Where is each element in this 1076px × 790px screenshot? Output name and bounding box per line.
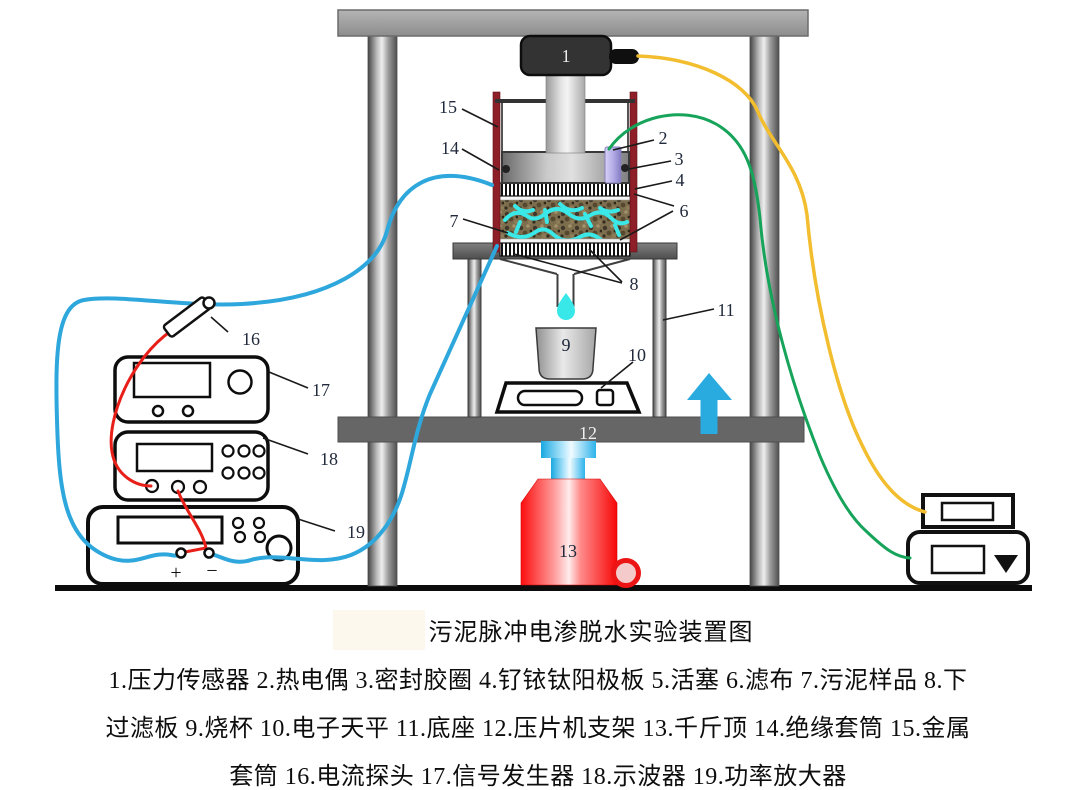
label-12: 12 bbox=[579, 423, 597, 443]
display-screen bbox=[116, 515, 224, 545]
press-support-beam bbox=[337, 416, 805, 443]
label-19: 19 bbox=[347, 522, 365, 542]
balance-button bbox=[595, 388, 615, 407]
button bbox=[252, 516, 266, 530]
sealing-ring-left bbox=[502, 165, 510, 173]
power-amplifier bbox=[86, 505, 300, 586]
display-screen bbox=[930, 544, 986, 575]
label-1: 1 bbox=[562, 46, 571, 66]
button bbox=[252, 466, 266, 480]
label-16: 16 bbox=[242, 329, 260, 349]
label-17: 17 bbox=[312, 380, 330, 400]
caption-line-1: 1.压力传感器 2.热电偶 3.密封胶圈 4.钌铱钛阳极板 5.活塞 6.滤布 … bbox=[108, 668, 968, 694]
filter-cloth-bottom bbox=[499, 238, 631, 244]
display-screen bbox=[135, 442, 214, 473]
balance-display bbox=[516, 389, 584, 407]
button bbox=[252, 444, 266, 458]
label-13: 13 bbox=[559, 541, 577, 561]
base-leg-right bbox=[652, 258, 667, 418]
label-6: 6 bbox=[680, 201, 689, 221]
jack-wheel bbox=[611, 558, 641, 588]
oscilloscope bbox=[113, 430, 270, 502]
frame-column-left bbox=[367, 35, 398, 587]
current-probe bbox=[162, 296, 216, 338]
electrode-cable-blue-top bbox=[54, 174, 494, 563]
signal-generator bbox=[113, 355, 270, 424]
metal-sleeve-left bbox=[492, 91, 501, 253]
figure-title: 污泥脉冲电渗脱水实验装置图 bbox=[428, 620, 754, 646]
leader-lines bbox=[210, 108, 715, 532]
input-jack bbox=[192, 479, 208, 495]
jack-piston-collar bbox=[541, 441, 596, 458]
anode-plate bbox=[499, 182, 631, 197]
number-labels: 1 2 3 4 5 6 7 8 9 10 11 12 13 14 15 16 1… bbox=[170, 46, 734, 584]
label-8: 8 bbox=[630, 274, 639, 294]
metal-sleeve-right bbox=[629, 91, 638, 253]
label-4: 4 bbox=[676, 170, 685, 190]
beaker bbox=[535, 327, 597, 380]
display-screen bbox=[132, 361, 212, 399]
label-2: 2 bbox=[659, 128, 668, 148]
apparatus-diagram: 1 2 3 4 5 6 7 8 9 10 11 12 13 14 15 16 1… bbox=[54, 9, 1032, 591]
ground-line bbox=[55, 585, 1032, 591]
electronic-balance bbox=[494, 381, 642, 414]
label-3: 3 bbox=[675, 149, 684, 169]
probe-tip bbox=[202, 296, 216, 310]
button bbox=[231, 516, 245, 530]
thermocouple bbox=[604, 146, 622, 184]
label-10: 10 bbox=[628, 345, 646, 365]
sealing-ring-right bbox=[621, 164, 629, 172]
display-screen bbox=[940, 501, 995, 522]
button bbox=[221, 466, 235, 480]
top-crossbeam bbox=[337, 9, 809, 37]
funnel bbox=[499, 258, 631, 307]
plus-terminal bbox=[175, 547, 187, 559]
label-18: 18 bbox=[320, 449, 338, 469]
label-15: 15 bbox=[439, 97, 457, 117]
button bbox=[233, 530, 247, 544]
display-unit-bottom bbox=[906, 530, 1030, 585]
caption-line-2: 过滤板 9.烧杯 10.电子天平 11.底座 12.压片机支架 13.千斤顶 1… bbox=[105, 716, 971, 742]
hydraulic-jack bbox=[520, 441, 641, 588]
label-14: 14 bbox=[441, 138, 459, 158]
button bbox=[181, 404, 195, 418]
button bbox=[221, 444, 235, 458]
plus-label: + bbox=[170, 562, 181, 584]
thermocouple-cable-green bbox=[607, 113, 912, 560]
triangle-down-icon bbox=[994, 555, 1018, 573]
piston-rod bbox=[545, 73, 586, 154]
button bbox=[237, 466, 251, 480]
pale-background-patch bbox=[333, 610, 425, 650]
jack-body bbox=[520, 478, 618, 586]
button bbox=[151, 404, 165, 418]
knob bbox=[265, 534, 293, 562]
dewatering-cell bbox=[492, 34, 639, 257]
label-9: 9 bbox=[562, 335, 571, 355]
button bbox=[237, 444, 251, 458]
pressure-sensor-connector bbox=[609, 49, 639, 64]
lower-filter-plate bbox=[499, 242, 631, 257]
up-arrow bbox=[687, 373, 732, 434]
label-11: 11 bbox=[717, 300, 734, 320]
button bbox=[253, 530, 267, 544]
knob bbox=[227, 369, 253, 395]
sensor-cable-yellow bbox=[636, 54, 927, 514]
filter-cloth-top bbox=[499, 195, 631, 201]
minus-terminal bbox=[203, 547, 215, 559]
minus-label: − bbox=[206, 560, 217, 582]
probe-wire-red bbox=[109, 329, 173, 488]
water-droplet bbox=[557, 293, 575, 320]
display-unit-top bbox=[921, 493, 1015, 529]
label-7: 7 bbox=[450, 211, 459, 231]
electrode-cable-blue-bottom bbox=[208, 244, 499, 564]
label-5: 5 bbox=[547, 160, 556, 180]
caption-line-3: 套筒 16.电流探头 17.信号发生器 18.示波器 19.功率放大器 bbox=[229, 764, 847, 790]
